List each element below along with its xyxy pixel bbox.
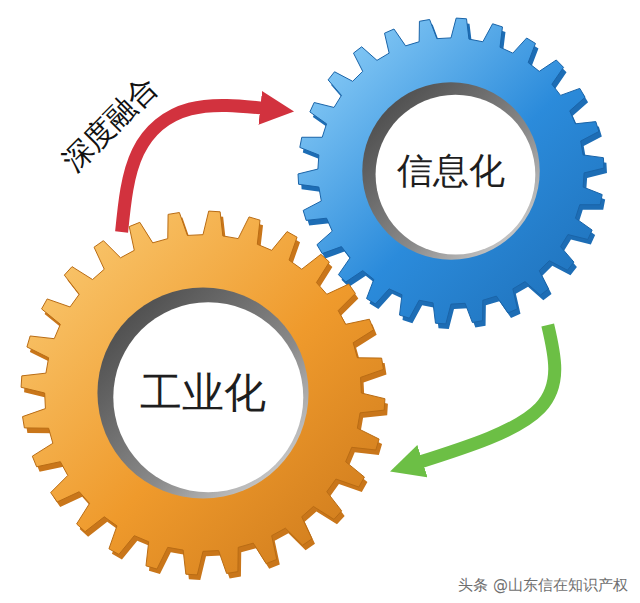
arrow-label: 深度融合 [55,69,165,179]
curved-arrow [416,325,555,463]
gear-node: 工业化 [18,208,388,578]
gear-hole [97,287,308,498]
gear-node: 信息化 [295,15,607,327]
gear-hole [362,82,539,259]
gear-hole-inner [113,302,303,492]
curved-arrow [122,105,267,232]
gear-hole-inner [376,95,536,255]
gear-face [298,18,604,324]
watermark: 头条 @山东信在知识产权 [458,576,628,595]
gear-label-holder: 信息化 [295,15,607,327]
gear-label: 工业化 [140,368,266,418]
gear-label-holder: 工业化 [18,208,388,578]
gear-label: 信息化 [397,149,505,192]
gear-face [21,211,385,575]
